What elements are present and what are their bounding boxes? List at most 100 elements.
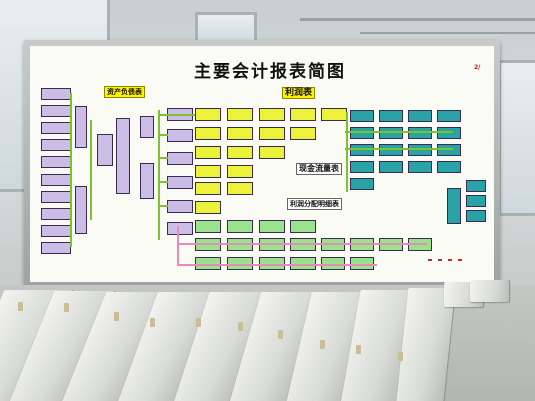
noncurrent-assets-column — [75, 186, 87, 234]
cash-flow-box — [350, 178, 374, 190]
liabilities-column — [140, 116, 154, 138]
asset-box — [41, 225, 71, 237]
distribution-box — [350, 257, 374, 270]
income-box — [195, 201, 221, 214]
indicator-light — [458, 259, 462, 261]
income-box — [290, 108, 316, 121]
distribution-box — [227, 257, 253, 270]
asset-box — [41, 191, 71, 203]
cash-flow-box — [437, 144, 461, 156]
income-box — [195, 146, 221, 159]
connector — [160, 205, 168, 207]
cash-flow-box — [408, 110, 432, 122]
stacked-panel — [470, 280, 510, 302]
connector-pink — [177, 264, 377, 266]
window-right — [498, 60, 535, 216]
panel-clip — [320, 340, 325, 349]
connector — [160, 157, 168, 159]
board-title: 主要会计报表简图 — [194, 62, 346, 82]
cash-flow-box — [379, 127, 403, 139]
cash-flow-box — [466, 180, 486, 192]
panel-clip — [64, 303, 69, 312]
income-statement-heading: 利润表 — [282, 87, 316, 99]
equity-box — [167, 200, 193, 213]
assets-column — [97, 134, 113, 166]
connector — [160, 134, 168, 136]
panel-clip — [114, 312, 119, 321]
cash-flow-box — [408, 144, 432, 156]
distribution-box — [195, 257, 221, 270]
distribution-box — [227, 220, 253, 233]
panel-clip — [196, 318, 201, 327]
asset-box — [41, 174, 71, 186]
distribution-box — [195, 220, 221, 233]
income-box — [195, 165, 221, 178]
cash-flow-box — [350, 110, 374, 122]
indicator-light — [438, 259, 442, 261]
income-box — [227, 108, 253, 121]
distribution-box — [259, 257, 285, 270]
balance-sheet-heading: 资产负债表 — [104, 86, 145, 98]
indicator-light — [428, 259, 432, 261]
income-box — [227, 127, 253, 140]
cash-flow-box — [350, 144, 374, 156]
asset-box — [41, 88, 71, 100]
income-box — [259, 108, 285, 121]
panel-clip — [398, 352, 403, 361]
cash-flow-box — [350, 127, 374, 139]
cash-flow-heading: 现金流量表 — [296, 163, 342, 175]
distribution-box — [259, 220, 285, 233]
equity-column — [140, 163, 154, 199]
connector — [346, 112, 348, 192]
asset-box — [41, 242, 71, 254]
ceiling-pipe — [300, 18, 535, 21]
panel-clip — [238, 322, 243, 331]
cash-flow-box — [408, 161, 432, 173]
income-box — [259, 146, 285, 159]
asset-box — [41, 105, 71, 117]
connector — [158, 110, 160, 240]
income-box — [321, 108, 347, 121]
connector — [70, 93, 72, 247]
income-box — [290, 127, 316, 140]
connector-pink — [177, 226, 179, 266]
current-assets-column — [75, 106, 87, 148]
income-box — [227, 165, 253, 178]
income-box — [195, 127, 221, 140]
cash-flow-box — [437, 127, 461, 139]
connector — [160, 181, 168, 183]
asset-box — [41, 139, 71, 151]
cash-flow-box — [350, 161, 374, 173]
equity-box — [167, 222, 193, 235]
corner-mark: 2/ — [474, 64, 481, 71]
panel-clip — [18, 302, 23, 311]
connector — [90, 120, 92, 220]
panel-clip — [278, 330, 283, 339]
cash-flow-box — [466, 195, 486, 207]
cash-flow-box — [437, 110, 461, 122]
income-box — [227, 146, 253, 159]
income-box — [195, 108, 221, 121]
indicator-light — [448, 259, 452, 261]
connector — [345, 131, 453, 133]
cash-flow-box — [437, 161, 461, 173]
cash-flow-box — [447, 188, 461, 224]
connector — [345, 148, 453, 150]
distribution-box — [290, 220, 316, 233]
cash-flow-box — [379, 161, 403, 173]
distribution-box — [321, 257, 345, 270]
cash-flow-box — [379, 110, 403, 122]
connector-pink — [177, 243, 427, 245]
connector — [160, 114, 195, 116]
equity-box — [167, 152, 193, 165]
panel-clip — [150, 318, 155, 327]
distribution-box — [290, 257, 316, 270]
cash-flow-box — [466, 210, 486, 222]
panel-clip — [356, 345, 361, 354]
profit-distribution-heading: 利润分配明细表 — [287, 198, 342, 210]
asset-box — [41, 208, 71, 220]
income-box — [195, 182, 221, 195]
asset-box — [41, 122, 71, 134]
income-box — [227, 182, 253, 195]
